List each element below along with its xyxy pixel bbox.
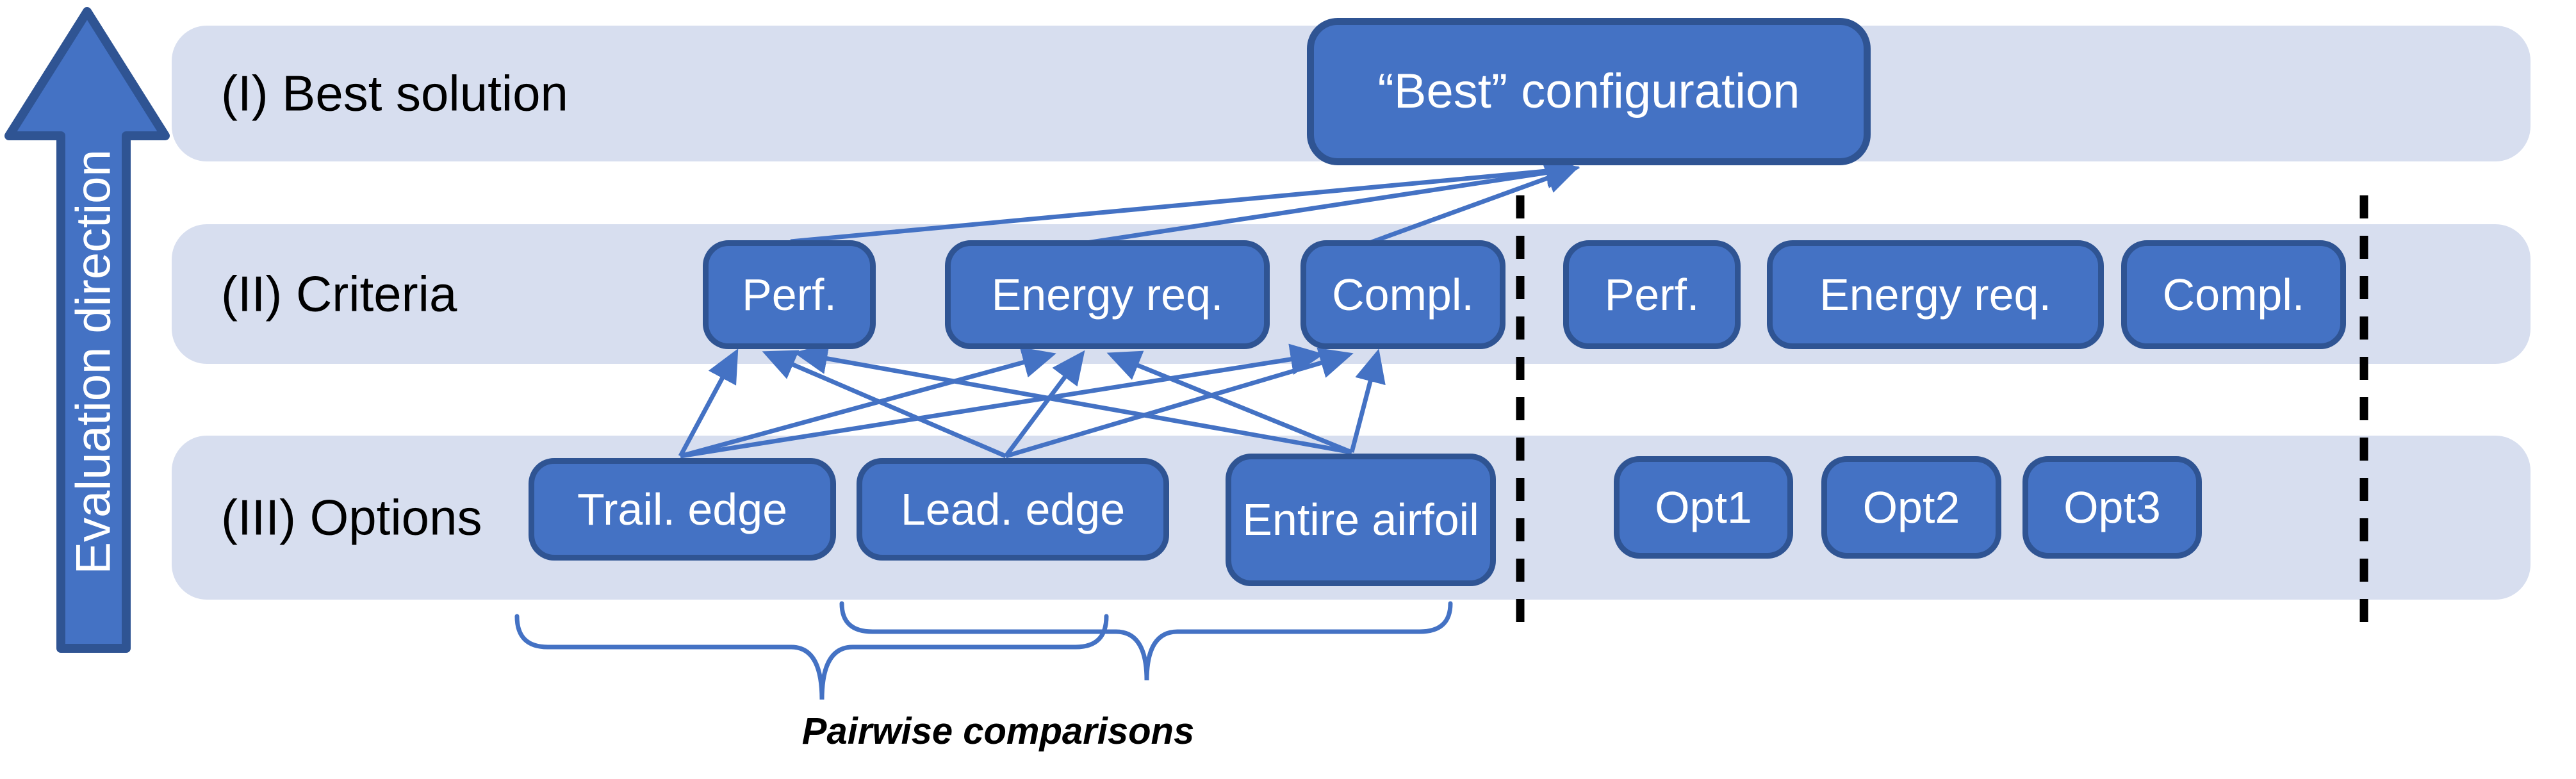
node-option-2: Opt2 bbox=[1821, 456, 2001, 559]
pairwise-brace-right bbox=[839, 601, 1453, 681]
criterion-to-best-arrow bbox=[1082, 157, 1580, 246]
node-criteria-energy-left: Energy req. bbox=[945, 240, 1270, 349]
option-to-criterion-arrow bbox=[1005, 347, 1354, 459]
pairwise-comparisons-label: Pairwise comparisons bbox=[801, 710, 1195, 752]
node-option-entire-airfoil: Entire airfoil bbox=[1226, 454, 1496, 586]
option-to-criterion-arrow bbox=[1004, 350, 1085, 458]
node-criteria-performance-left: Perf. bbox=[703, 240, 876, 349]
level-label-options: (III) Options bbox=[221, 489, 482, 546]
node-option-trailing-edge: Trail. edge bbox=[529, 458, 836, 561]
evaluation-direction-label: Evaluation direction bbox=[66, 149, 121, 575]
node-option-1: Opt1 bbox=[1614, 456, 1793, 559]
option-to-criterion-arrow bbox=[794, 343, 1352, 455]
node-option-3: Opt3 bbox=[2022, 456, 2202, 559]
criterion-to-best-arrow bbox=[790, 155, 1580, 244]
node-criteria-performance-right: Perf. bbox=[1563, 240, 1741, 349]
node-criteria-compliance-left: Compl. bbox=[1300, 240, 1505, 349]
level-label-best-solution: (I) Best solution bbox=[221, 65, 568, 122]
option-to-criterion-arrow bbox=[680, 347, 1056, 459]
pairwise-brace-left bbox=[514, 614, 1109, 700]
option-to-criterion-arrow bbox=[1349, 348, 1386, 453]
criterion-to-best-arrow bbox=[1366, 163, 1580, 246]
option-to-criterion-arrow bbox=[678, 348, 739, 457]
node-best-configuration: “Best” configuration bbox=[1307, 18, 1871, 165]
option-to-criterion-arrow bbox=[1106, 350, 1353, 455]
node-criteria-compliance-right: Compl. bbox=[2121, 240, 2346, 349]
level-label-criteria: (II) Criteria bbox=[221, 265, 457, 322]
option-to-criterion-arrow bbox=[680, 343, 1324, 459]
node-option-leading-edge: Lead. edge bbox=[857, 458, 1169, 561]
node-criteria-energy-right: Energy req. bbox=[1767, 240, 2104, 349]
evaluation-direction-arrow bbox=[4, 7, 170, 653]
